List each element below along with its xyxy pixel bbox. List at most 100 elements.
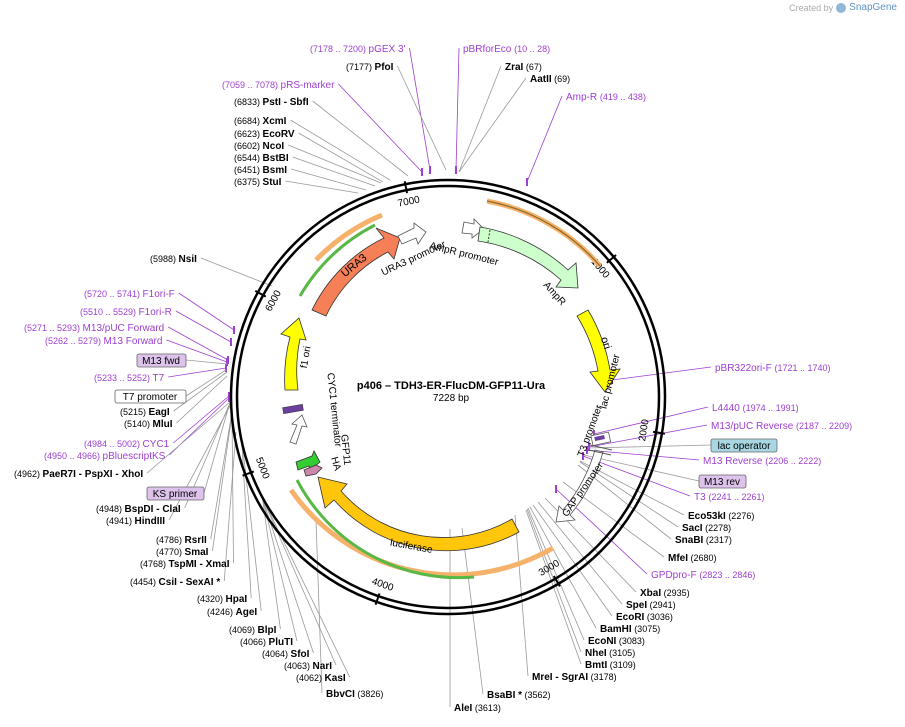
svg-text:(4246) AgeI: (4246) AgeI (207, 607, 257, 618)
primer-gpdpro-f[interactable]: GPDpro-F (2823 .. 2846) (651, 570, 755, 581)
site-pluti[interactable]: (4066) PluTI (240, 637, 293, 648)
site-mlui[interactable]: (5140) MluI (124, 419, 173, 430)
primer-m13-puc-forward[interactable]: (5271 .. 5293) M13/pUC Forward (24, 323, 164, 334)
site-mfei[interactable]: MfeI (2680) (668, 553, 717, 564)
m13-fwd-box[interactable]: M13 fwd (136, 353, 187, 368)
site-bmti[interactable]: BmtI (3109) (585, 660, 636, 671)
svg-text:(4063) NarI: (4063) NarI (284, 661, 332, 672)
lac-operator-box[interactable]: lac operator (710, 438, 778, 453)
primer-pgex-3[interactable]: (7178 .. 7200) pGEX 3' (310, 44, 406, 55)
svg-text:MfeI (2680): MfeI (2680) (668, 553, 717, 564)
site-psti[interactable]: (6833) PstI - SbfI (234, 97, 309, 108)
site-tspmi[interactable]: (4768) TspMI - XmaI (140, 559, 230, 570)
svg-text:BbvCI (3826): BbvCI (3826) (326, 689, 383, 700)
site-rsrii[interactable]: (4786) RsrII (156, 535, 207, 546)
site-ncoi[interactable]: (6602) NcoI (234, 141, 284, 152)
site-sfoi[interactable]: (4064) SfoI (262, 649, 310, 660)
site-paer7i[interactable]: (4962) PaeR7I - PspXI - XhoI (14, 469, 143, 480)
svg-text:(7178 .. 7200) pGEX 3': (7178 .. 7200) pGEX 3' (310, 44, 406, 55)
svg-text:SpeI (2941): SpeI (2941) (626, 600, 676, 611)
primer-t3[interactable]: T3 (2241 .. 2261) (694, 492, 765, 503)
ha-feature[interactable] (303, 464, 323, 477)
site-aatii[interactable]: AatII (69) (530, 74, 570, 85)
ura3-promoter (397, 222, 427, 245)
site-bsabi[interactable]: BsaBI * (3562) (487, 690, 551, 701)
svg-text:KS primer: KS primer (153, 489, 198, 500)
svg-text:(5215) EagI: (5215) EagI (120, 407, 170, 418)
site-spei[interactable]: SpeI (2941) (626, 600, 676, 611)
primer-m13-forward[interactable]: (5262 .. 5279) M13 Forward (45, 336, 162, 347)
svg-text:AleI (3613): AleI (3613) (454, 703, 501, 714)
site-econi[interactable]: EcoNI (3083) (588, 636, 645, 647)
svg-text:Amp-R (419 .. 438): Amp-R (419 .. 438) (566, 92, 646, 103)
svg-text:XbaI (2935): XbaI (2935) (640, 588, 690, 599)
snapgene-logo-icon (836, 2, 847, 13)
tick-label-6000: 6000 (264, 288, 285, 313)
site-kasi[interactable]: (4062) KasI (296, 673, 346, 684)
primer-f1ori-f[interactable]: (5720 .. 5741) F1ori-F (84, 289, 175, 300)
site-eco53ki[interactable]: Eco53kI (2276) (688, 511, 754, 522)
svg-text:AatII (69): AatII (69) (530, 74, 570, 85)
site-xcmi[interactable]: (6684) XcmI (234, 116, 287, 127)
svg-text:(4950 .. 4966) pBluescriptKS: (4950 .. 4966) pBluescriptKS (44, 451, 166, 462)
primer-pbr322ori-f[interactable]: pBR322ori-F (1721 .. 1740) (715, 363, 831, 374)
svg-text:(5988) NsiI: (5988) NsiI (150, 254, 197, 265)
primer-pbrforeco[interactable]: pBRforEco (10 .. 28) (463, 44, 550, 55)
primer-f1ori-r[interactable]: (5510 .. 5529) F1ori-R (80, 307, 172, 318)
site-pfoi[interactable]: (7177) PfoI (346, 62, 394, 73)
site-ecori[interactable]: EcoRI (3036) (616, 612, 673, 623)
svg-text:(5233 .. 5252) T7: (5233 .. 5252) T7 (94, 373, 165, 384)
cyc1-terminator (282, 403, 308, 445)
site-bspdi[interactable]: (4948) BspDI - ClaI (96, 504, 181, 515)
ampr-promoter-label: AmpR promoter (428, 240, 500, 268)
f1ori-label: f1 ori (299, 345, 314, 369)
primer-m13-reverse[interactable]: M13 Reverse (2206 .. 2222) (703, 456, 821, 467)
site-smai[interactable]: (4770) SmaI (156, 547, 209, 558)
site-ecorv[interactable]: (6623) EcoRV (234, 129, 295, 140)
primer-prs-marker[interactable]: (7059 .. 7078) pRS-marker (222, 80, 335, 91)
primer-amp-r[interactable]: Amp-R (419 .. 438) (566, 92, 646, 103)
site-saci[interactable]: SacI (2278) (682, 523, 731, 534)
site-bbvci[interactable]: BbvCI (3826) (326, 689, 383, 700)
site-mrei[interactable]: MreI - SgrAI (3178) (532, 672, 617, 683)
ori-feature[interactable]: ori (576, 309, 621, 393)
svg-text:(6375) StuI: (6375) StuI (234, 177, 282, 188)
site-blpi[interactable]: (4069) BlpI (229, 625, 277, 636)
site-bsmi[interactable]: (6451) BsmI (234, 165, 287, 176)
ampr-feature[interactable]: AmpR (477, 226, 579, 308)
site-eagi[interactable]: (5215) EagI (120, 407, 170, 418)
svg-text:(4064) SfoI: (4064) SfoI (262, 649, 310, 660)
plasmid-name: p406 – TDH3-ER-FlucDM-GFP11-Ura (357, 380, 546, 392)
site-hindiii[interactable]: (4941) HindIII (106, 516, 165, 527)
site-stui[interactable]: (6375) StuI (234, 177, 282, 188)
svg-text:(5262 .. 5279) M13 Forward: (5262 .. 5279) M13 Forward (45, 336, 162, 347)
site-nhei[interactable]: NheI (3105) (585, 648, 635, 659)
svg-text:(6623) EcoRV: (6623) EcoRV (234, 129, 295, 140)
primer-pbluescriptks[interactable]: (4950 .. 4966) pBluescriptKS (44, 451, 166, 462)
f1ori-feature[interactable]: f1 ori (280, 317, 314, 391)
primer-m13-puc-reverse[interactable]: M13/pUC Reverse (2187 .. 2209) (711, 421, 852, 432)
site-xbai[interactable]: XbaI (2935) (640, 588, 690, 599)
site-bamhi[interactable]: BamHI (3075) (600, 624, 660, 635)
svg-text:M13 rev: M13 rev (704, 477, 740, 488)
site-nari[interactable]: (4063) NarI (284, 661, 332, 672)
site-snabi[interactable]: SnaBI (2317) (675, 535, 732, 546)
site-zrai[interactable]: ZraI (67) (505, 62, 542, 73)
svg-text:(4768) TspMI - XmaI: (4768) TspMI - XmaI (140, 559, 230, 570)
site-alei[interactable]: AleI (3613) (454, 703, 501, 714)
t7-promoter-box[interactable]: T7 promoter (114, 389, 187, 404)
site-labels: (7178 .. 7200) pGEX 3' pBRforEco (10 .. 2… (14, 44, 852, 714)
site-nsii[interactable]: (5988) NsiI (150, 254, 197, 265)
primer-t7[interactable]: (5233 .. 5252) T7 (94, 373, 165, 384)
svg-text:(6684) XcmI: (6684) XcmI (234, 116, 287, 127)
ks-primer-box[interactable]: KS primer (146, 486, 205, 501)
primer-cyc1[interactable]: (4984 .. 5002) CYC1 (84, 439, 170, 450)
site-csii[interactable]: (4454) CsiI - SexAI * (130, 577, 220, 588)
site-agei[interactable]: (4246) AgeI (207, 607, 257, 618)
primer-l4440[interactable]: L4440 (1974 .. 1991) (712, 403, 799, 414)
svg-text:(4948) BspDI - ClaI: (4948) BspDI - ClaI (96, 504, 181, 515)
gap-promoter (555, 449, 604, 523)
m13-rev-box[interactable]: M13 rev (698, 474, 747, 489)
site-bstbi[interactable]: (6544) BstBI (234, 153, 289, 164)
site-hpai[interactable]: (4320) HpaI (197, 594, 247, 605)
